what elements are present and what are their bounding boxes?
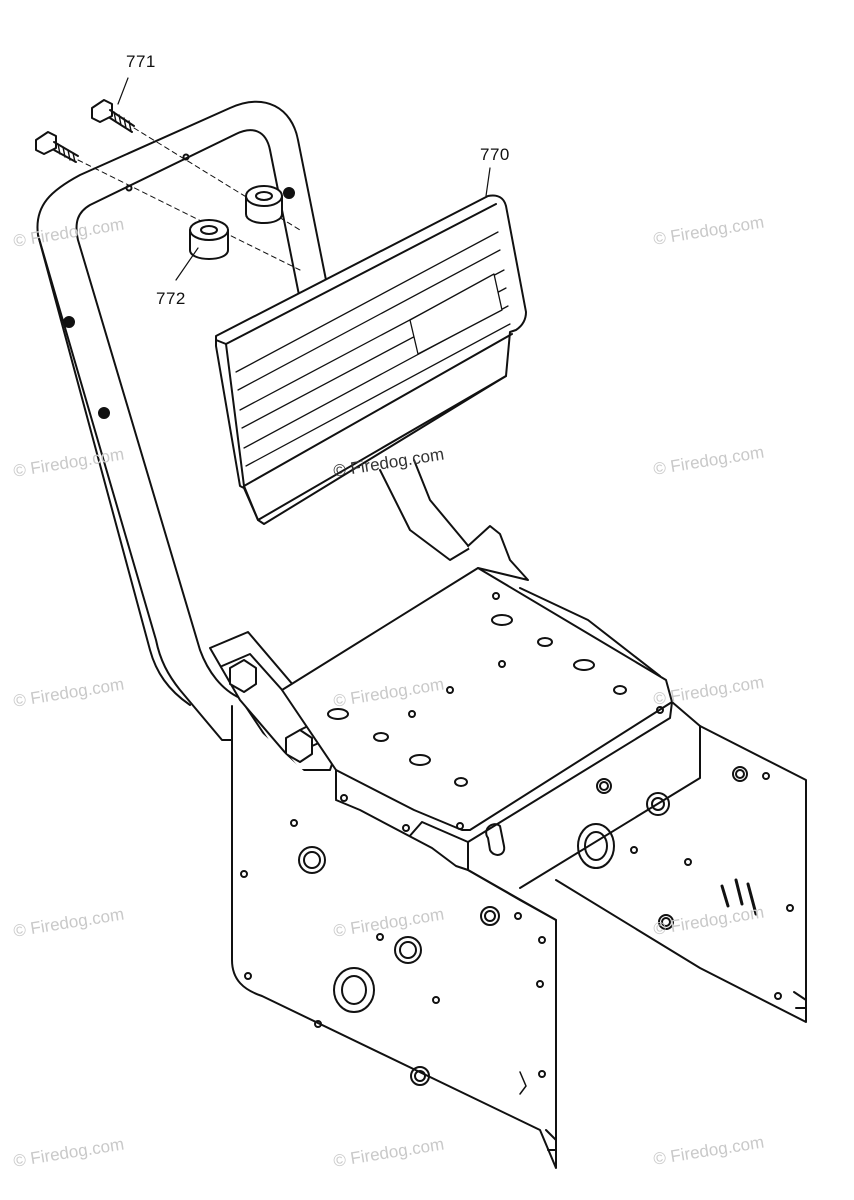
screw-upper <box>91 99 135 133</box>
seat-support-post <box>379 459 471 561</box>
seat-mounting-plate <box>281 525 673 843</box>
callout-770: 770 <box>480 145 510 164</box>
backrest-pad <box>215 194 527 525</box>
callout-772: 772 <box>156 289 186 308</box>
spacers <box>189 185 283 260</box>
screw-lower <box>35 131 79 163</box>
side-plates <box>231 701 807 1169</box>
callout-771: 771 <box>126 52 156 71</box>
